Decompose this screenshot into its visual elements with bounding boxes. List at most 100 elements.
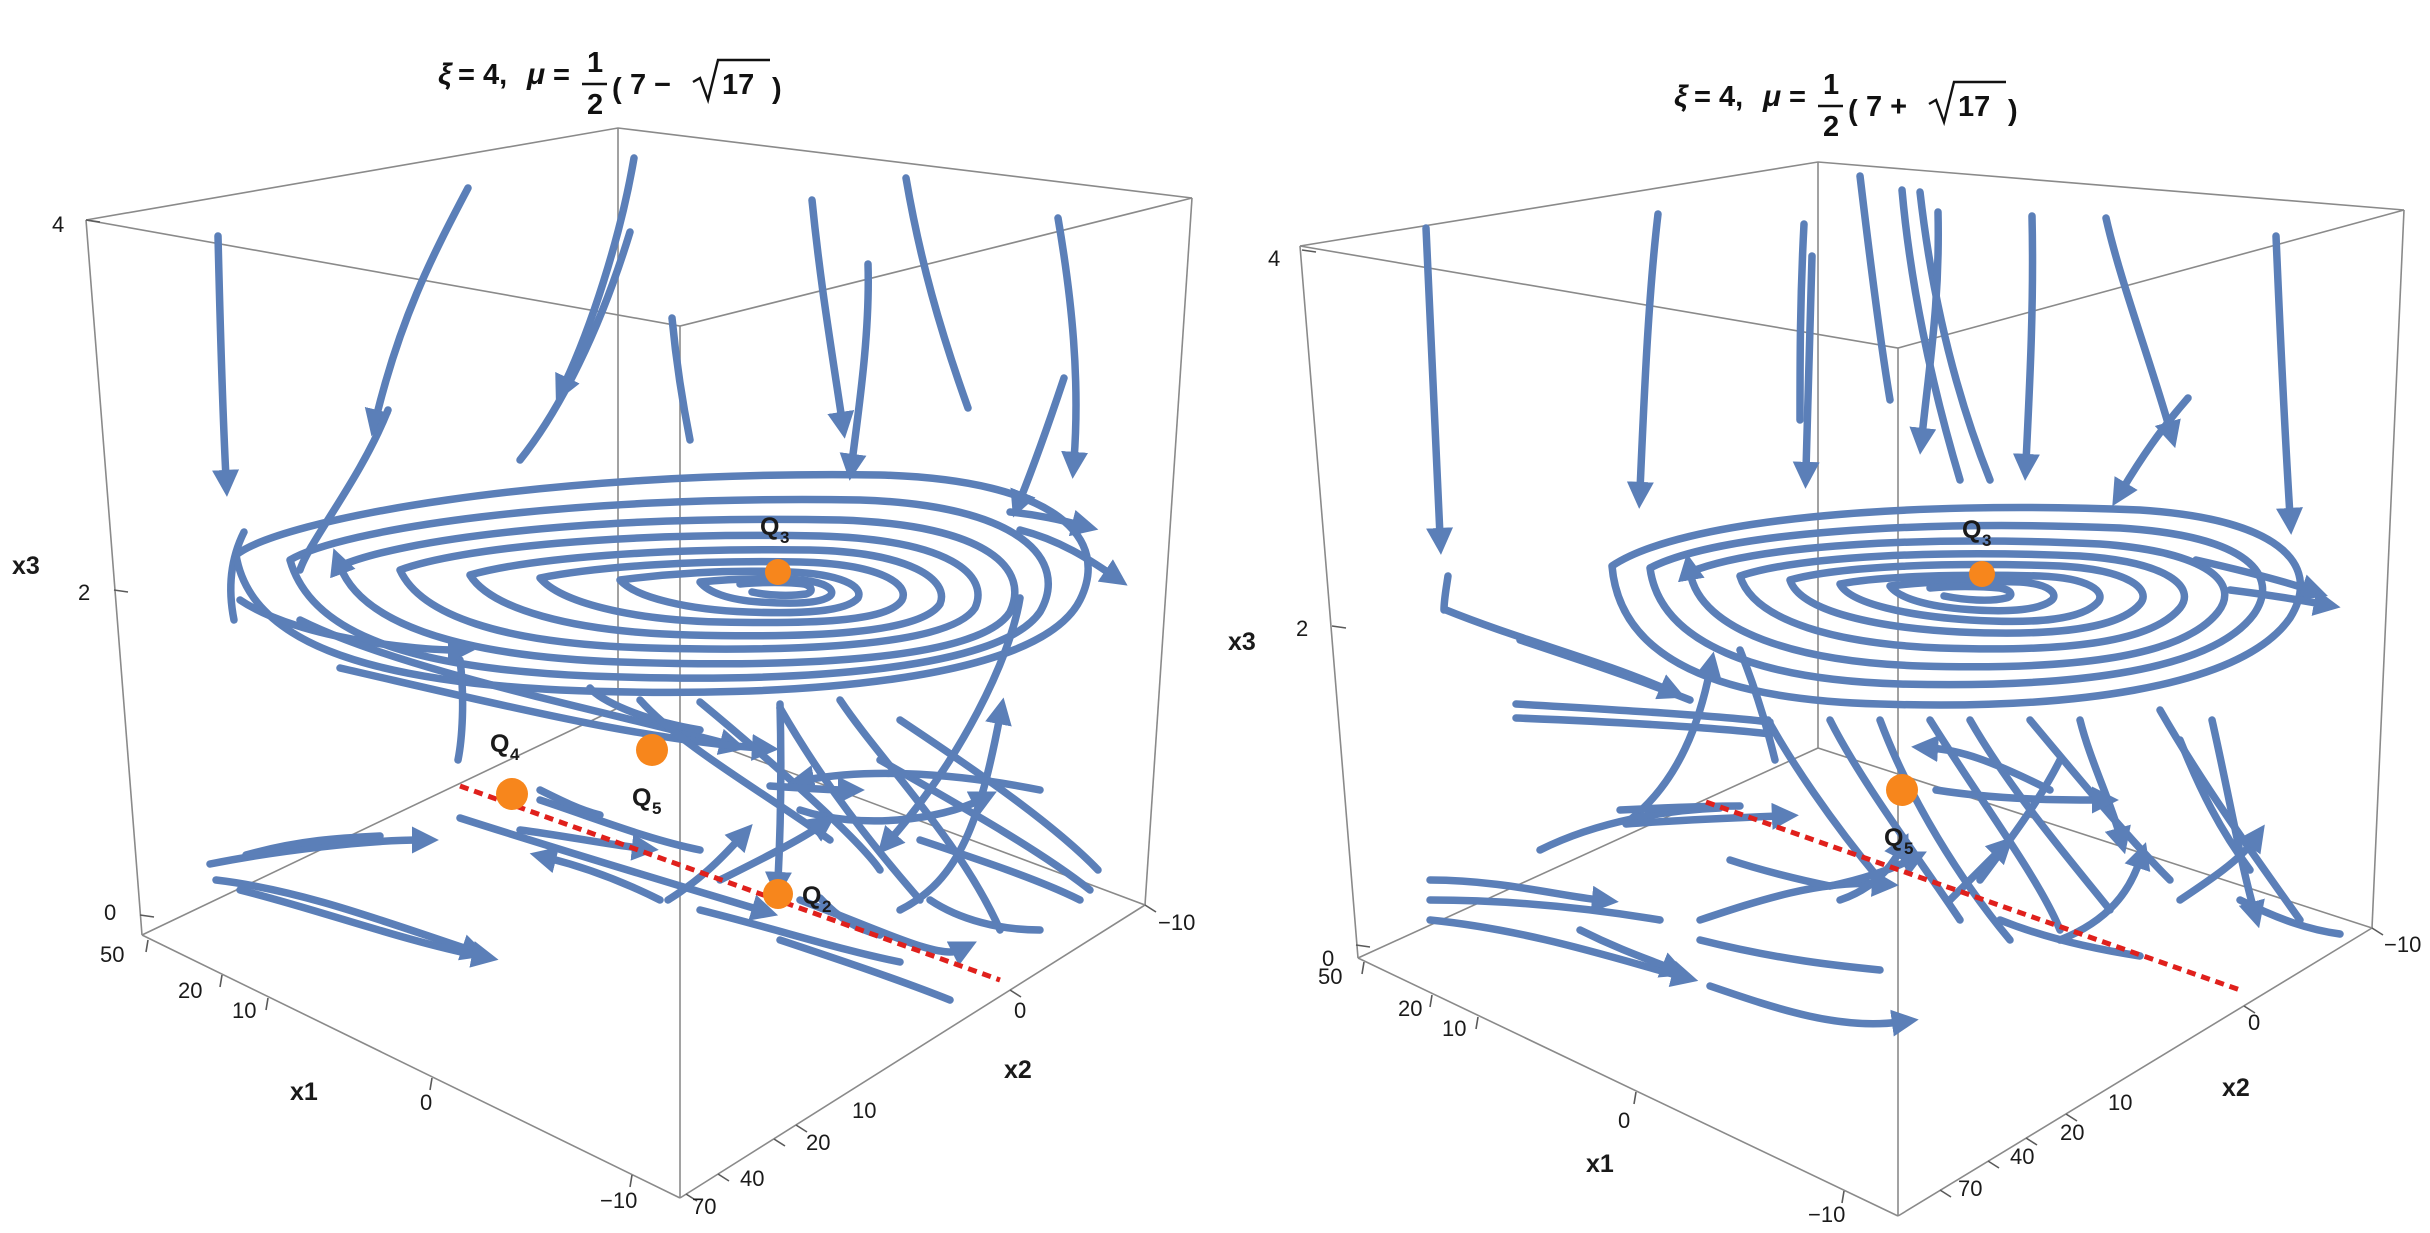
streamline <box>296 406 392 574</box>
x1-tick-50: 50 <box>100 942 124 967</box>
streamline <box>1626 210 1662 509</box>
q2-label: Q <box>802 882 821 910</box>
streamline <box>1736 646 1779 764</box>
title-xi-value: = 4, <box>458 59 507 91</box>
spiral <box>1016 526 1128 586</box>
streamline <box>536 796 704 854</box>
x3-axis-label: x3 <box>1228 628 1256 656</box>
streamline <box>454 656 467 764</box>
x2-tick-20: 20 <box>2060 1120 2084 1145</box>
title-mu: μ <box>526 58 545 91</box>
streamline <box>1706 982 1919 1037</box>
streamline <box>636 696 834 844</box>
streamline <box>2102 214 2181 449</box>
streamline <box>668 314 694 444</box>
streamline <box>242 832 384 859</box>
title-frac-den: 2 <box>1823 111 1839 143</box>
x1-tick-10: 10 <box>232 998 256 1023</box>
fixed-point-q2 <box>763 879 793 909</box>
right-x2-axis: −10 0 10 20 40 70 x2 <box>1939 927 2421 1201</box>
x3-tick-2: 2 <box>1296 616 1308 641</box>
streamline <box>1792 252 1820 489</box>
left-panel-title: ξ = 4, μ = 1 2 ( 7 − 17 ) <box>438 47 782 121</box>
x3-tick-4: 4 <box>52 212 64 237</box>
streamline <box>916 836 1084 904</box>
title-paren-open: ( <box>612 73 622 105</box>
fixed-point-q4 <box>496 778 528 810</box>
x2-tick-10: 10 <box>2108 1090 2132 1115</box>
streamline <box>839 260 872 481</box>
x2-tick-neg10: −10 <box>2384 932 2421 957</box>
x2-axis-label: x2 <box>2222 1074 2250 1102</box>
title-mu-eq: = <box>1789 81 1806 113</box>
streamline <box>536 786 604 819</box>
sqrt-sign <box>1928 80 2006 127</box>
title-paren-close: ) <box>2008 95 2018 127</box>
streamline <box>1976 756 2064 884</box>
streamline <box>926 896 1044 934</box>
x1-tick-neg10: −10 <box>600 1188 637 1213</box>
streamline <box>1422 224 1454 555</box>
title-expr: 7 + <box>1866 91 1907 123</box>
spiral <box>1836 571 2104 626</box>
right-panel-title: ξ = 4, μ = 1 2 ( 7 + 17 ) <box>1674 69 2018 143</box>
streamline <box>776 704 924 904</box>
streamline <box>2236 896 2344 938</box>
streamline <box>1616 802 1744 814</box>
streamline <box>1696 869 1899 924</box>
q5-label: Q <box>1884 824 1903 852</box>
streamline <box>696 906 904 966</box>
x1-tick-50: 50 <box>1318 964 1342 989</box>
right-x3-axis: 4 2 0 x3 <box>1228 246 1371 971</box>
streamline <box>1054 214 1089 479</box>
x1-axis-label: x1 <box>1586 1150 1614 1178</box>
streamline <box>1512 700 1774 726</box>
streamline <box>1726 856 1834 890</box>
q4-subscript: 4 <box>510 745 520 764</box>
streamline <box>1622 802 1799 830</box>
fixed-point-q5 <box>636 734 668 766</box>
streamline <box>896 697 1012 914</box>
streamline <box>586 684 704 734</box>
spiral <box>1786 560 2147 637</box>
streamline <box>787 765 1044 794</box>
x2-tick-70: 70 <box>692 1194 716 1219</box>
title-sqrt-arg: 17 <box>722 69 754 101</box>
x2-tick-70: 70 <box>1958 1176 1982 1201</box>
streamline <box>902 174 972 412</box>
streamline <box>1426 916 1699 987</box>
left-invariant-line <box>459 783 1001 983</box>
streamline <box>766 776 865 804</box>
q2-subscript: 2 <box>822 897 831 916</box>
q3-label: Q <box>1962 516 1981 544</box>
streamline <box>2208 716 2265 929</box>
streamline <box>664 824 753 904</box>
title-xi: ξ <box>1674 80 1689 113</box>
title-paren-open: ( <box>1848 95 1858 127</box>
right-invariant-line <box>1705 799 2241 993</box>
streamline <box>1576 926 1688 978</box>
title-frac-num: 1 <box>587 47 603 79</box>
streamline <box>236 886 499 968</box>
streamline <box>877 594 1024 855</box>
x1-tick-20: 20 <box>178 978 202 1003</box>
title-frac-num: 1 <box>1823 69 1839 101</box>
streamline <box>1946 836 2014 904</box>
left-panel: ξ = 4, μ = 1 2 ( 7 − 17 ) <box>12 47 1195 1219</box>
x3-axis-label: x3 <box>12 552 40 580</box>
fixed-point-q3 <box>765 559 791 585</box>
fixed-point-q3 <box>1969 561 1995 587</box>
streamline <box>808 196 855 439</box>
spiral <box>1926 582 2015 604</box>
x2-tick-0: 0 <box>1014 998 1026 1023</box>
streamline <box>1898 186 1964 484</box>
streamline <box>227 528 248 624</box>
streamline <box>2176 824 2265 904</box>
streamline <box>1796 220 1808 424</box>
streamline <box>1440 572 1452 614</box>
spiral <box>286 495 1052 682</box>
left-x3-axis: 4 2 0 x3 <box>12 212 155 925</box>
x1-tick-10: 10 <box>1442 1016 1466 1041</box>
x1-tick-20: 20 <box>1398 996 1422 1021</box>
